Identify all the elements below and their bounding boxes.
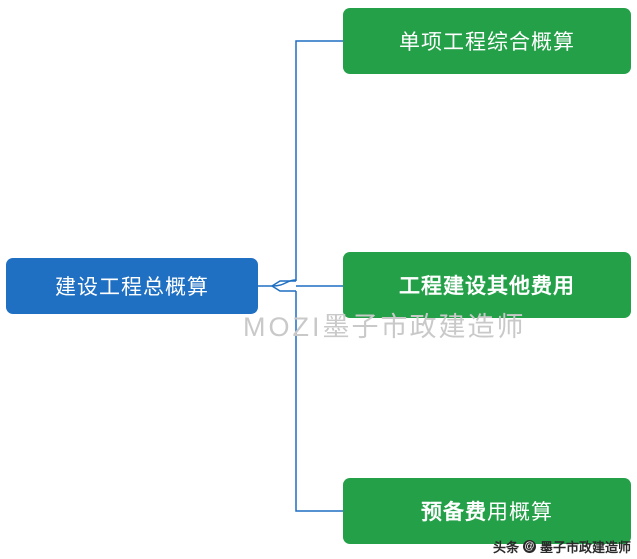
node-branch-3: 预备费用概算 <box>343 478 631 544</box>
node-branch-1-label: 单项工程综合概算 <box>399 31 575 54</box>
at-icon: @ <box>522 540 536 553</box>
node-branch-2: 工程建设其他费用 <box>343 252 631 318</box>
watermark: MOZI墨子市政建造师 <box>243 305 526 344</box>
node-branch-2-label: 工程建设其他费用 <box>399 275 575 298</box>
footer-attribution: 头条 @ 墨子市政建造师 <box>493 537 631 556</box>
watermark-mozi: MOZI <box>243 312 323 342</box>
node-branch-1: 单项工程综合概算 <box>343 8 631 74</box>
node-root: 建设工程总概算 <box>6 258 258 314</box>
watermark-text: 墨子市政建造师 <box>322 312 526 342</box>
footer-source: 头条 <box>492 540 519 555</box>
node-branch-3-label: 预备费 <box>421 501 487 524</box>
node-root-label: 建设工程总概算 <box>55 276 209 299</box>
footer-account: 墨子市政建造师 <box>539 540 631 555</box>
node-branch-3-label-tail: 用概算 <box>487 501 553 524</box>
